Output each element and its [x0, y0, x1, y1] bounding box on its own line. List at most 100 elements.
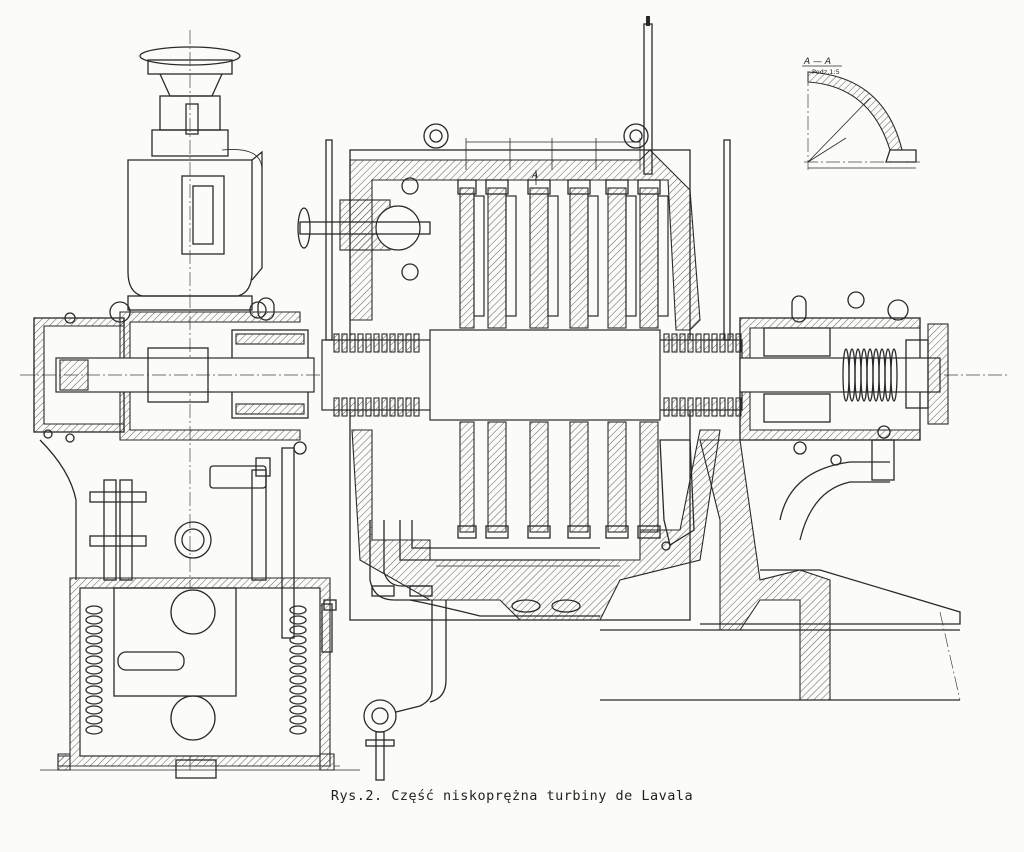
seal-ring-upper: [381, 333, 388, 353]
seal-ring-lower: [703, 397, 710, 417]
seal-ring-lower: [405, 397, 412, 417]
seal-ring-upper: [703, 333, 710, 353]
seal-ring-upper: [341, 333, 348, 353]
seal-ring-upper: [719, 333, 726, 353]
coil-turn: [289, 625, 307, 635]
cooling-coil-right: [289, 605, 307, 735]
fittings: [43, 297, 891, 611]
blade-row-upper: [485, 179, 509, 195]
nozzle-diaphragm: [587, 195, 599, 317]
seal-ring-lower: [663, 397, 670, 417]
coil-turn: [289, 635, 307, 645]
seal-ring-upper: [365, 333, 372, 353]
nozzle-diaphragm: [625, 195, 637, 317]
nozzle-diaphragm: [547, 195, 559, 317]
detail-scale-label: Podz.1:5: [812, 68, 840, 76]
support-rods: [325, 16, 731, 341]
seal-ring-lower: [357, 397, 364, 417]
seal-ring-lower: [711, 397, 718, 417]
rotor-disc-upper: [459, 187, 475, 329]
coil-turn: [85, 615, 103, 625]
coil-turn: [289, 685, 307, 695]
left-bearing-housing: [20, 301, 1010, 441]
rotor-disc-upper: [607, 187, 627, 329]
seal-ring-upper: [405, 333, 412, 353]
section-marker-label: A: [531, 171, 538, 181]
rotor-disc-upper: [569, 187, 589, 329]
coil-turn: [289, 675, 307, 685]
coil-turn: [289, 665, 307, 675]
rotor-disc-upper: [639, 187, 659, 329]
coil-turn: [85, 685, 103, 695]
coil-turn: [85, 625, 103, 635]
seal-ring-upper: [333, 333, 340, 353]
seal-ring-upper: [711, 333, 718, 353]
blade-row-upper: [605, 179, 629, 195]
blade-row-upper: [527, 179, 551, 195]
coil-turn: [289, 645, 307, 655]
seal-ring-lower: [333, 397, 340, 417]
steam-inlet-valve: [297, 177, 431, 281]
seal-ring-lower: [679, 397, 686, 417]
flexible-coupling: [842, 348, 898, 402]
blade-row-upper: [567, 179, 591, 195]
coil-turn: [85, 605, 103, 615]
right-bearing-housing: [739, 317, 949, 441]
seal-ring-lower: [687, 397, 694, 417]
nozzle-diaphragm: [657, 195, 669, 317]
bellows-fold: [890, 348, 898, 402]
section-marker: A: [531, 170, 538, 185]
seal-ring-upper: [397, 333, 404, 353]
seal-ring-upper: [671, 333, 678, 353]
seal-ring-lower: [389, 397, 396, 417]
blade-row-lower: [527, 525, 551, 539]
rotor-disc-lower: [639, 421, 659, 533]
coil-turn: [289, 725, 307, 735]
coil-turn: [85, 725, 103, 735]
seal-ring-lower: [397, 397, 404, 417]
rotor-disc-lower: [487, 421, 507, 533]
seal-ring-upper: [663, 333, 670, 353]
blade-row-upper: [457, 179, 477, 195]
left-piping: [39, 439, 333, 653]
nozzle-diaphragm: [473, 195, 485, 317]
detail-section-aa: A — A Podz.1:5: [802, 57, 920, 170]
coil-turn: [289, 655, 307, 665]
seal-ring-lower: [349, 397, 356, 417]
rotor-disc-upper: [487, 187, 507, 329]
coil-turn: [85, 705, 103, 715]
blade-row-upper: [637, 179, 661, 195]
seal-ring-lower: [719, 397, 726, 417]
rotor-discs: [457, 179, 669, 539]
seal-ring-lower: [373, 397, 380, 417]
rotor-disc-upper: [529, 187, 549, 329]
seal-ring-upper: [687, 333, 694, 353]
coil-turn: [85, 635, 103, 645]
seal-ring-lower: [413, 397, 420, 417]
coil-turn: [85, 675, 103, 685]
coil-turn: [289, 705, 307, 715]
seal-ring-upper: [695, 333, 702, 353]
coil-turn: [85, 645, 103, 655]
seal-ring-lower: [695, 397, 702, 417]
rotor-disc-lower: [459, 421, 475, 533]
seal-ring-upper: [373, 333, 380, 353]
coil-turn: [85, 665, 103, 675]
seal-ring-upper: [413, 333, 420, 353]
foundation: [40, 753, 360, 779]
seal-ring-lower: [365, 397, 372, 417]
seal-ring-lower: [671, 397, 678, 417]
blade-row-lower: [637, 525, 661, 539]
cooling-coil-left: [85, 605, 103, 735]
coil-turn: [85, 655, 103, 665]
coil-turn: [289, 615, 307, 625]
seal-ring-upper: [349, 333, 356, 353]
coil-turn: [289, 695, 307, 705]
figure-caption: Rys.2. Część niskoprężna turbiny de Lava…: [330, 788, 694, 804]
blade-row-lower: [567, 525, 591, 539]
rotor-disc-lower: [569, 421, 589, 533]
coil-turn: [85, 715, 103, 725]
exhaust-pedestal: [600, 439, 961, 701]
